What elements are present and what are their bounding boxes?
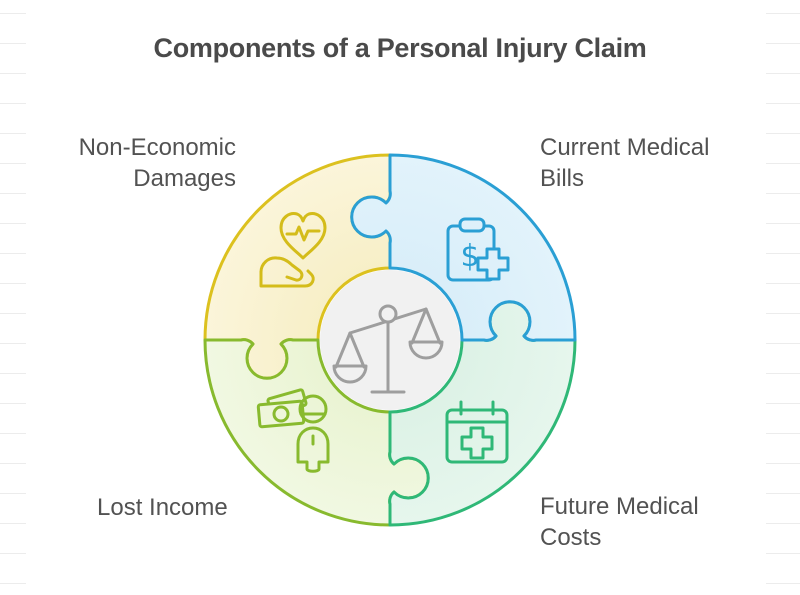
label-non-economic-damages: Non-Economic Damages (78, 134, 236, 192)
label-future-medical-costs: Future Medical Costs (540, 493, 699, 551)
dollar-symbol: $ (460, 239, 479, 274)
page-title: Components of a Personal Injury Claim (153, 33, 647, 63)
label-current-medical-bills: Current Medical Bills (540, 134, 710, 192)
money-and-person-icon (256, 388, 330, 473)
scales-of-justice-icon (332, 304, 444, 394)
medical-calendar-icon (445, 400, 509, 464)
heart-in-hand-icon (259, 212, 327, 288)
medical-bill-clipboard-icon: $ (446, 217, 510, 282)
puzzle-piece-current-medical-bills (350, 153, 577, 342)
center-circle (320, 270, 460, 410)
label-lost-income: Lost Income (97, 494, 228, 521)
